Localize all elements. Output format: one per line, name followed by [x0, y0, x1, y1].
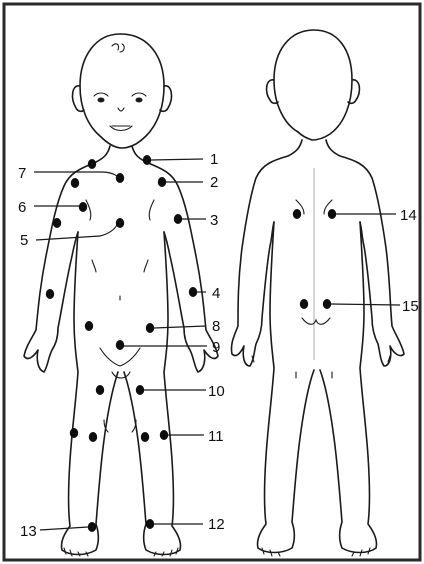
label-4: 4	[212, 285, 220, 302]
point-dot	[88, 159, 96, 169]
point-dot	[141, 432, 149, 442]
point-dot	[143, 155, 151, 165]
point-dot	[88, 522, 96, 532]
label-15: 15	[402, 298, 419, 315]
point-dot	[323, 299, 331, 309]
point-dot	[146, 519, 154, 529]
point-dot	[293, 209, 301, 219]
label-14: 14	[400, 207, 417, 224]
point-dot	[146, 323, 154, 333]
label-5: 5	[20, 232, 28, 249]
label-2: 2	[210, 174, 218, 191]
point-dot	[136, 385, 144, 395]
label-1: 1	[210, 151, 218, 168]
point-dot	[116, 173, 124, 183]
point-dot	[328, 209, 336, 219]
point-dot	[116, 340, 124, 350]
label-8: 8	[212, 318, 220, 335]
label-6: 6	[18, 199, 26, 216]
point-dot	[160, 430, 168, 440]
point-dot	[79, 202, 87, 212]
point-dot	[85, 321, 93, 331]
label-7: 7	[18, 165, 26, 182]
label-11: 11	[208, 428, 224, 445]
label-3: 3	[210, 212, 218, 229]
point-dot	[53, 218, 61, 228]
point-dot	[96, 385, 104, 395]
label-12: 12	[208, 516, 225, 533]
point-dot	[71, 178, 79, 188]
point-dot	[116, 218, 124, 228]
point-dot	[189, 287, 197, 297]
point-dot	[300, 299, 308, 309]
point-dot	[46, 289, 54, 299]
point-dot	[70, 428, 78, 438]
point-dot	[89, 432, 97, 442]
point-dot	[158, 177, 166, 187]
point-dot	[174, 214, 182, 224]
label-10: 10	[208, 383, 225, 400]
label-9: 9	[212, 339, 220, 356]
label-13: 13	[20, 523, 37, 540]
